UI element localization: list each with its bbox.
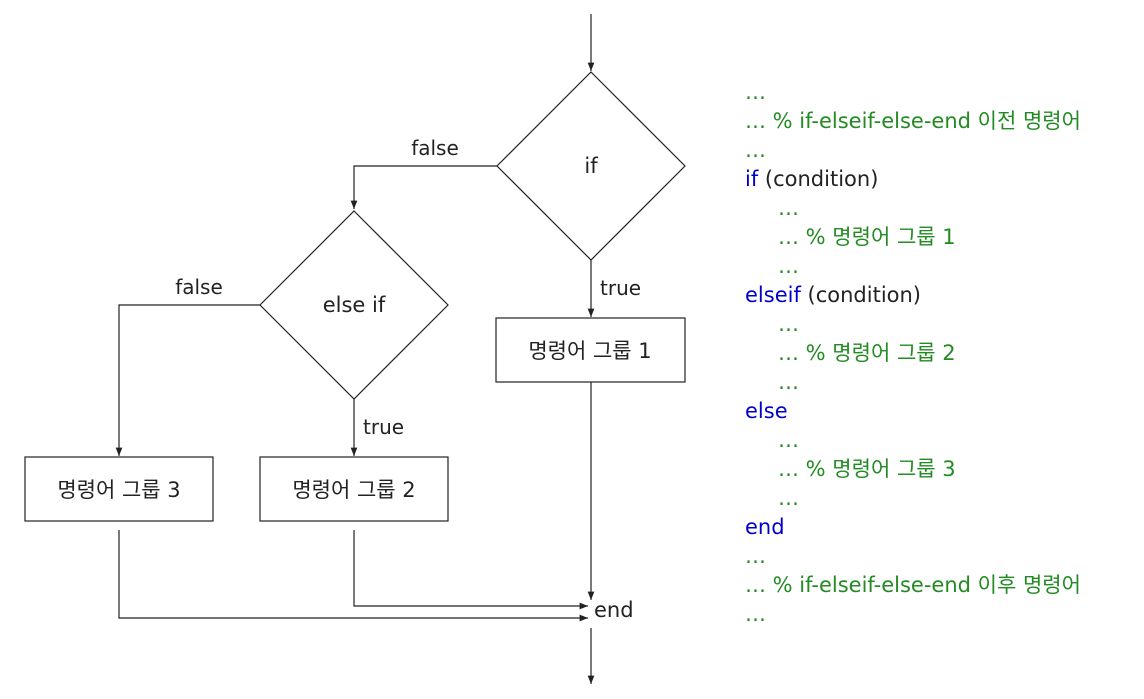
code-line: … % 명령어 그룹 1 (745, 223, 1081, 252)
code-line: … (745, 252, 1081, 281)
code-dots: … (778, 486, 799, 510)
end-keyword: end (745, 515, 785, 539)
if-keyword: if (745, 167, 759, 191)
code-line: … (745, 136, 1081, 165)
if-decision-label: if (584, 154, 598, 178)
code-dots: … (745, 80, 766, 104)
group3-label: 명령어 그룹 3 (57, 478, 180, 502)
code-dots: … (778, 370, 799, 394)
elseif-condition: (condition) (800, 283, 921, 307)
code-line: … (745, 600, 1081, 629)
elseif-keyword: elseif (745, 283, 801, 307)
code-comment-group1: … % 명령어 그룹 1 (778, 225, 956, 249)
code-line: … (745, 542, 1081, 571)
code-dots: … (745, 602, 766, 626)
code-line-if: if (condition) (745, 165, 1081, 194)
code-dots: … (745, 138, 766, 162)
code-dots: … (745, 544, 766, 568)
code-dots: … (778, 196, 799, 220)
group2-label: 명령어 그룹 2 (292, 478, 415, 502)
group2-to-end-connector (353, 530, 588, 610)
code-line: … % 명령어 그룹 3 (745, 455, 1081, 484)
group2-box (259, 456, 449, 522)
else-keyword: else (745, 399, 788, 423)
elseif-decision-label: else if (323, 293, 386, 317)
code-dots: … (778, 312, 799, 336)
code-line: … (745, 310, 1081, 339)
code-line: … % if-elseif-else-end 이후 명령어 (745, 571, 1081, 600)
elseif-false-label: false (175, 275, 223, 299)
if-false-label: false (411, 136, 459, 160)
elseif-true-label: true (363, 415, 404, 439)
code-dots: … (778, 428, 799, 452)
code-line: … % 명령어 그룹 2 (745, 339, 1081, 368)
code-listing: … … % if-elseif-else-end 이전 명령어 … if (co… (745, 78, 1081, 629)
group3-box (24, 456, 214, 522)
code-line: … % if-elseif-else-end 이전 명령어 (745, 107, 1081, 136)
code-line: … (745, 78, 1081, 107)
if-false-connector (350, 165, 497, 209)
if-true-label: true (600, 276, 641, 300)
code-line: … (745, 484, 1081, 513)
code-line: … (745, 194, 1081, 223)
code-comment-group2: … % 명령어 그룹 2 (778, 341, 956, 365)
group1-label: 명령어 그룹 1 (528, 339, 651, 363)
code-line-elseif: elseif (condition) (745, 281, 1081, 310)
end-label: end (594, 598, 634, 622)
code-line-else: else (745, 397, 1081, 426)
code-dots: … (778, 254, 799, 278)
elseif-false-connector (115, 304, 260, 456)
code-comment-group3: … % 명령어 그룹 3 (778, 457, 956, 481)
if-condition: (condition) (758, 167, 879, 191)
code-comment-after: … % if-elseif-else-end 이후 명령어 (745, 573, 1081, 597)
code-comment-before: … % if-elseif-else-end 이전 명령어 (745, 109, 1081, 133)
code-line: … (745, 426, 1081, 455)
code-line-end: end (745, 513, 1081, 542)
group3-to-end-connector (118, 530, 588, 622)
code-line: … (745, 368, 1081, 397)
